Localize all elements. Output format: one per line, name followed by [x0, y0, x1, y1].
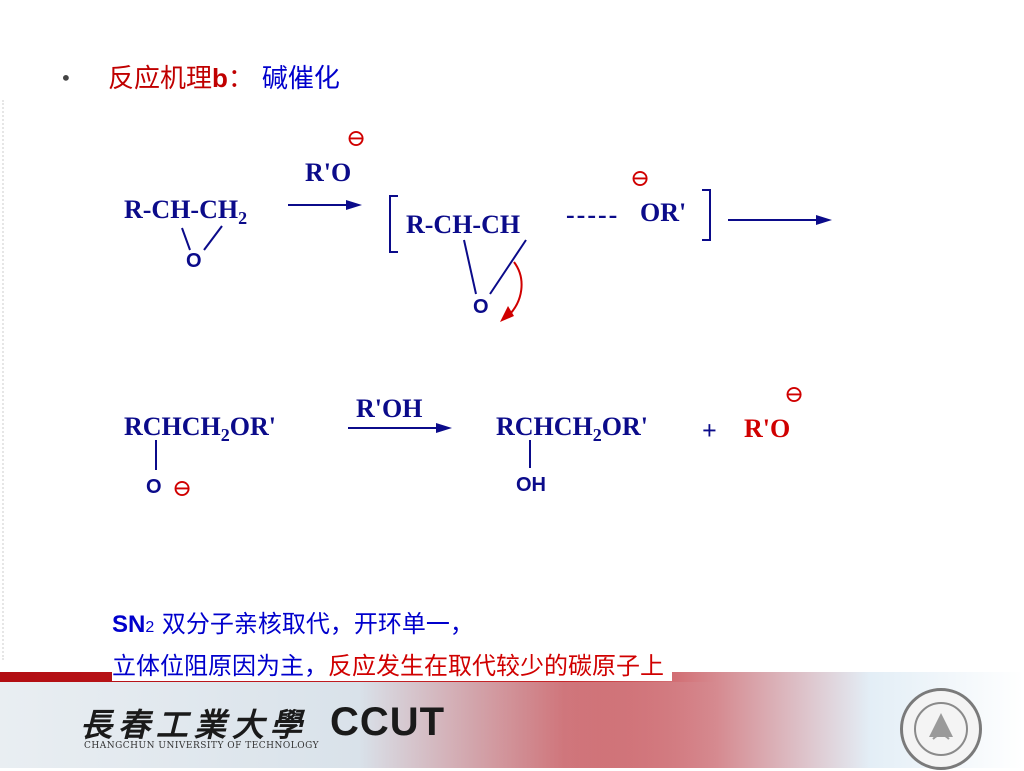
final-product-sub: 2: [592, 425, 602, 446]
note-line-1-text: 双分子亲核取代，开环单一，: [154, 610, 474, 638]
intermediate-charge: ⊖: [630, 164, 651, 192]
final-product-text: RCHCH: [496, 412, 593, 441]
intermediate-bond-right: [489, 239, 527, 295]
reagent-alcohol: R'OH: [356, 394, 423, 423]
side-decoration: [2, 100, 6, 660]
title-letter: b: [212, 63, 228, 93]
university-seal-icon: [900, 688, 982, 770]
slide-title: 反应机理b：碱催化: [108, 58, 340, 95]
intermediate-oxygen: O: [473, 296, 489, 318]
bracket-left: [389, 195, 398, 253]
alkoxide-product: RCHCH2OR': [124, 412, 276, 446]
plus-sign: +: [702, 416, 717, 445]
footer-logo-panel: [0, 682, 1024, 768]
final-product-tail: OR': [601, 412, 649, 441]
reactant-epoxide-oxygen: O: [186, 250, 202, 272]
arrow-2-head: [816, 215, 832, 225]
note-line-1: SN2 双分子亲核取代，开环单一，: [112, 604, 474, 639]
note-line-2: 立体位阻原因为主，反应发生在取代较少的碳原子上: [112, 646, 672, 681]
title-category: 碱催化: [261, 64, 340, 94]
intermediate-or: OR': [640, 198, 687, 227]
alkoxide-charge: ⊖: [172, 474, 193, 502]
regenerated-alkoxide: R'O: [744, 414, 791, 443]
note-line-2-a: 立体位阻原因为主，: [112, 652, 328, 680]
alkoxide-tail: OR': [229, 412, 277, 441]
seal-emblem: [914, 702, 968, 756]
intermediate-bond-left: [463, 239, 477, 295]
reactant-epoxide: R-CH-CH2: [124, 195, 247, 229]
alkoxide-sub: 2: [220, 425, 230, 446]
reactant-epoxide-sub: 2: [238, 208, 248, 229]
reagent-alkoxide: R'O: [305, 158, 352, 187]
final-product: RCHCH2OR': [496, 412, 648, 446]
alkoxide-text: RCHCH: [124, 412, 221, 441]
epoxide-bond-left: [181, 227, 191, 251]
title-colon: ：: [227, 64, 254, 94]
reagent-charge: ⊖: [346, 124, 367, 152]
sn-sub: 2: [145, 619, 155, 636]
final-product-hydroxyl: OH: [516, 474, 546, 496]
regenerated-charge: ⊖: [784, 380, 805, 408]
sn-label: SN: [112, 611, 146, 638]
university-logo-english: CHANGCHUN UNIVERSITY OF TECHNOLOGY: [84, 741, 320, 751]
alkoxide-oxygen: O: [146, 476, 162, 498]
reaction-graphics: [155, 189, 832, 470]
title-prefix: 反应机理: [108, 64, 213, 94]
intermediate-partial-bond: -----: [566, 200, 620, 229]
electron-push-arrow-head: [500, 306, 514, 322]
epoxide-bond-right: [203, 225, 223, 251]
intermediate: R-CH-CH: [406, 210, 521, 239]
arrow-1-head: [346, 200, 362, 210]
reactant-epoxide-text: R-CH-CH: [124, 195, 239, 224]
bullet: •: [60, 66, 72, 90]
university-logo-chinese: 長春工業大學: [80, 706, 309, 744]
university-logo-abbr: CCUT: [330, 700, 446, 744]
note-line-2-b: 反应发生在取代较少的碳原子上: [328, 652, 664, 680]
arrow-3-head: [436, 423, 452, 433]
bracket-right: [702, 189, 711, 241]
